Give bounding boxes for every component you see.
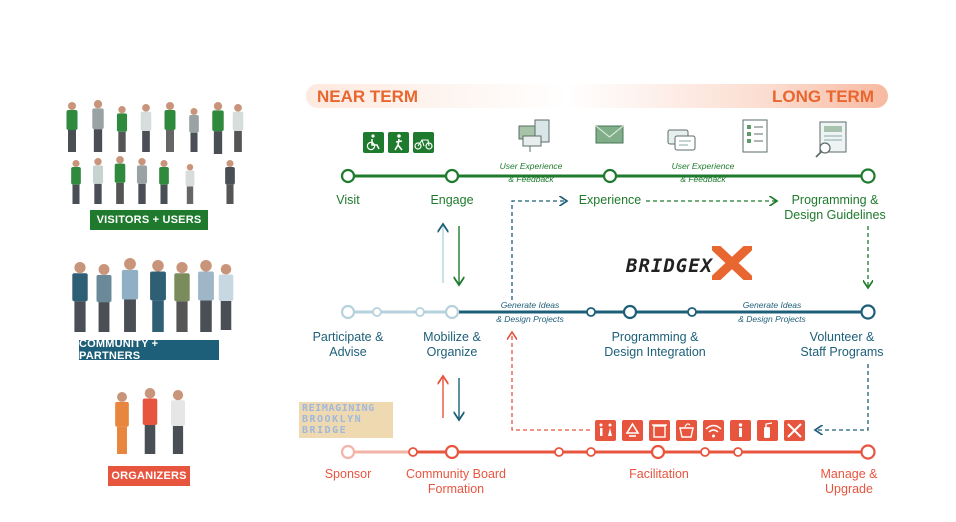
person-figure [225,160,235,204]
participate-node [340,304,356,320]
community-minor-node [415,307,425,317]
restroom-icon [595,420,616,441]
pedestrian-icon [388,132,409,153]
person-figure [116,106,128,152]
generate-ideas-note-1: Generate Ideas & Design Projects [496,300,564,324]
person-figure [164,102,176,152]
person-figure [72,262,88,332]
person-figure [142,388,158,454]
water-fountain-icon [676,420,697,441]
person-figure [96,264,112,332]
experience-label: Experience [578,193,642,207]
reimagining-line-2: BROOKLYN [302,414,363,425]
generate-ideas-note-2: Generate Ideas & Design Projects [738,300,806,324]
near-term-label: NEAR TERM [317,87,419,106]
organizers-minor-node [733,447,743,457]
information-icon [730,420,751,441]
newspaper-search-icon [815,121,847,158]
user-experience-note-2: User Experience & Feedback [671,161,735,184]
person-figure [159,160,169,204]
person-figure [189,108,199,152]
person-figure [114,156,126,204]
visit-node [340,168,356,184]
visitors-users-band: VISITORS + USERS [90,210,208,230]
programming-guidelines-label: Programming & Design Guidelines [784,193,886,222]
engage-label: Engage [430,193,474,207]
bridgex-wordmark: BRIDGEX [626,255,714,277]
dashed-arrow-to-experience [511,201,567,300]
community-minor-node [687,307,697,317]
person-figure [66,102,78,152]
organizers-minor-node [586,447,596,457]
facilitation-node [650,444,666,460]
trash-can-icon [649,420,670,441]
organizers-minor-node [700,447,710,457]
person-figure [150,260,166,332]
programming-integration-node [622,304,638,320]
organizers-minor-node [554,447,564,457]
person-figure [232,104,244,152]
near-long-term-bar [306,84,888,108]
participate-advise-label: Participate & Advise [312,330,384,359]
kiosk-screens-icon [518,119,550,152]
reimagining-brooklyn-bridge-logo: REIMAGINING BROOKLYN BRIDGE [299,402,393,438]
recycling-icon [622,420,643,441]
facilitation-label: Facilitation [629,467,689,481]
person-figure [136,158,148,204]
checklist-icon [742,119,768,153]
sponsor-node [340,444,356,460]
user-experience-note-1: User Experience & Feedback [499,161,563,184]
organizers-band: ORGANIZERS [108,466,190,486]
dashed-arrow-to-amenities [815,364,869,430]
chat-bubbles-icon [667,129,696,151]
person-figure [121,258,139,332]
person-figure [71,160,81,204]
person-figure [218,264,234,330]
person-figure [174,262,190,332]
community-minor-node [586,307,596,317]
bridgex-x-mark [712,246,752,280]
fire-extinguisher-icon [757,420,778,441]
community-people-illustration [72,258,234,332]
person-figure [140,104,152,152]
envelope-icon [595,125,624,144]
programming-integration-label: Programming & Design Integration [604,330,706,359]
person-figure [185,164,195,204]
mobilize-organize-label: Mobilize & Organize [423,330,481,359]
bridgex-logo: BRIDGEX [624,246,754,282]
bicycle-icon [413,132,434,153]
dashed-arrow-to-community [512,332,590,431]
volunteer-node [860,304,876,320]
organizers-minor-node [408,447,418,457]
mobilize-node [444,304,460,320]
community-partners-band: COMMUNITY + PARTNERS [79,338,219,362]
wheelchair-icon [363,132,384,153]
engage-node [444,168,460,184]
volunteer-staff-label: Volunteer & Staff Programs [800,330,884,359]
community-board-label: Community Board Formation [405,467,507,496]
person-figure [115,392,129,454]
organizers-people-illustration [115,388,186,454]
person-figure [92,158,104,204]
community-board-node [444,444,460,460]
programming-guidelines-node [860,168,876,184]
manage-upgrade-label: Manage & Upgrade [820,467,878,496]
person-figure [212,102,224,154]
tools-icon [784,420,805,441]
person-figure [170,390,186,454]
sponsor-label: Sponsor [324,467,372,481]
experience-node [602,168,618,184]
person-figure [92,100,104,152]
long-term-label: LONG TERM [772,87,874,106]
visitors-people-illustration [66,100,244,204]
visit-label: Visit [336,193,360,207]
person-figure [198,260,214,332]
manage-upgrade-node [860,444,876,460]
wifi-icon [703,420,724,441]
reimagining-line-1: REIMAGINING [302,403,375,414]
reimagining-line-3: BRIDGE [302,425,348,436]
community-minor-node [372,307,382,317]
